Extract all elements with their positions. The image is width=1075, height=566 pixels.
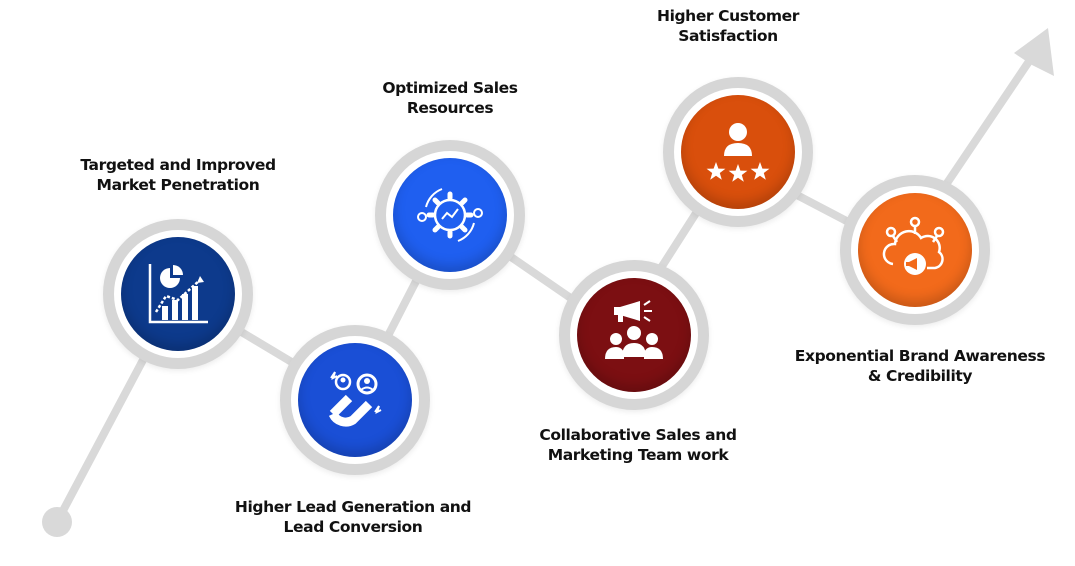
- step-lead-generation-label-line2: Lead Conversion: [283, 518, 423, 536]
- step-team-work-badge: [577, 278, 691, 392]
- step-lead-generation: [280, 325, 430, 475]
- customer-rating-icon: [706, 123, 770, 182]
- step-sales-resources-label-line2: Resources: [406, 99, 494, 117]
- step-sales-resources-label-line1: Optimized Sales: [382, 79, 518, 97]
- gear-cycle-icon: [417, 188, 483, 242]
- step-team-work: [559, 260, 709, 410]
- step-team-work-label-line1: Collaborative Sales and: [539, 426, 737, 444]
- step-team-work-label-line2: Marketing Team work: [547, 446, 729, 464]
- path-arrow-head: [1014, 28, 1054, 76]
- step-customer-satisfaction-label-line2: Satisfaction: [678, 27, 778, 45]
- step-market-penetration-label-line2: Market Penetration: [96, 176, 260, 194]
- step-sales-resources-badge: [393, 158, 507, 272]
- brand-cloud-icon: [882, 216, 945, 275]
- step-brand-awareness-label-line1: Exponential Brand Awareness: [794, 347, 1046, 365]
- step-brand-awareness-label-line2: & Credibility: [867, 367, 973, 385]
- step-brand-awareness-label: Exponential Brand Awareness & Credibilit…: [786, 346, 1054, 386]
- step-brand-awareness-badge: [858, 193, 972, 307]
- path-start-dot: [42, 507, 72, 537]
- step-market-penetration-label-line1: Targeted and Improved: [80, 156, 276, 174]
- step-brand-awareness: [840, 175, 990, 325]
- step-customer-satisfaction-label-line1: Higher Customer: [657, 7, 799, 25]
- step-lead-generation-label-line1: Higher Lead Generation and: [234, 498, 472, 516]
- step-sales-resources: [375, 140, 525, 290]
- step-lead-generation-label: Higher Lead Generation and Lead Conversi…: [222, 497, 484, 537]
- step-market-penetration-badge: [121, 237, 235, 351]
- lead-magnet-icon: [328, 371, 382, 427]
- step-team-work-label: Collaborative Sales and Marketing Team w…: [527, 425, 749, 465]
- step-customer-satisfaction-badge: [681, 95, 795, 209]
- step-customer-satisfaction-label: Higher Customer Satisfaction: [638, 6, 818, 46]
- team-megaphone-icon: [605, 300, 663, 359]
- step-market-penetration-label: Targeted and Improved Market Penetration: [62, 155, 294, 195]
- growth-chart-icon: [148, 264, 208, 324]
- step-sales-resources-label: Optimized Sales Resources: [360, 78, 540, 118]
- step-customer-satisfaction: [663, 77, 813, 227]
- step-market-penetration: [103, 219, 253, 369]
- step-lead-generation-badge: [298, 343, 412, 457]
